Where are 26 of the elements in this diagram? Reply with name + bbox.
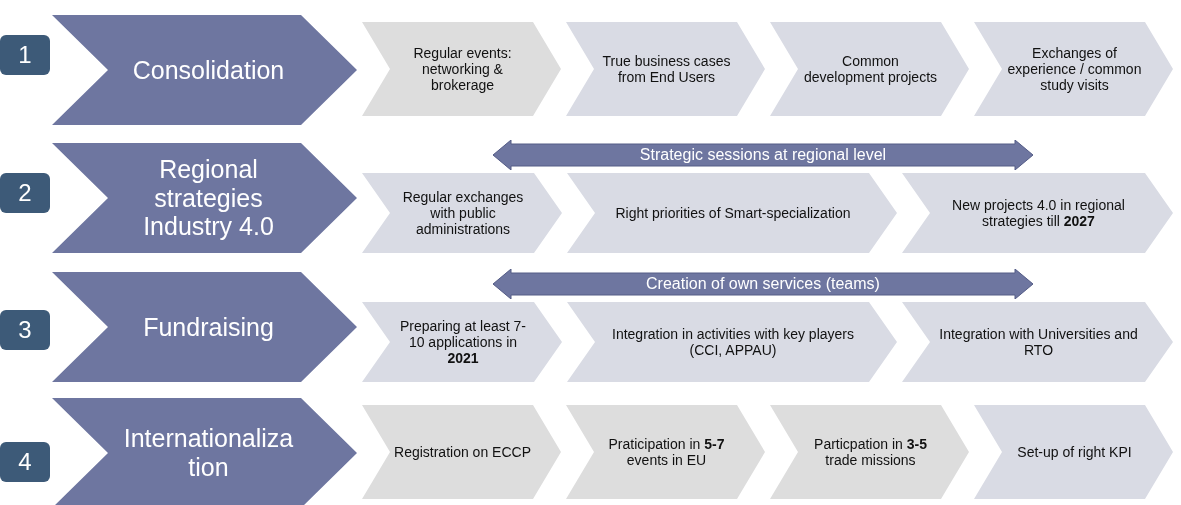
number-badge: 4	[0, 442, 50, 482]
stage-label: Regional strategies Industry 4.0	[142, 154, 275, 242]
step-label: Particpation in 3-5 trade missions	[813, 435, 928, 469]
step-label: Regular events: networking & brokerage	[412, 44, 513, 94]
step-label: Common development projects	[802, 52, 939, 86]
step-label: New projects 4.0 in regional strategies till 2027	[951, 196, 1126, 230]
number-badge: 3	[0, 310, 50, 350]
stage-label: Internationaliza tion	[122, 424, 295, 482]
step-label: Set-up of right KPI	[1017, 443, 1132, 461]
step-label: True business cases from End Users	[601, 52, 732, 86]
step-label: Regular exchanges with public administrations	[401, 188, 525, 238]
double-arrow-band	[493, 269, 1033, 299]
band-label: Strategic sessions at regional level	[639, 147, 887, 163]
step-label: Right priorities of Smart-specialization	[615, 204, 851, 222]
step-label: Integration with Universities and RTO	[938, 325, 1139, 359]
step-label: Registration on ECCP	[394, 443, 531, 461]
step-label: Praticipation in 5-7 events in EU	[607, 435, 726, 469]
stage-label: Fundraising	[143, 312, 274, 342]
step-label: Exchanges of experience / common study visits	[1006, 44, 1143, 94]
stage-label: Consolidation	[132, 55, 285, 85]
double-arrow-band	[493, 140, 1033, 170]
step-label: Integration in activities with key players (CCI, APPAU)	[611, 325, 855, 359]
step-label: Preparing at least 7-10 applications in 2021	[398, 317, 528, 367]
band-label: Creation of own services (teams)	[646, 276, 880, 292]
number-badge: 2	[0, 173, 50, 213]
number-badge: 1	[0, 35, 50, 75]
